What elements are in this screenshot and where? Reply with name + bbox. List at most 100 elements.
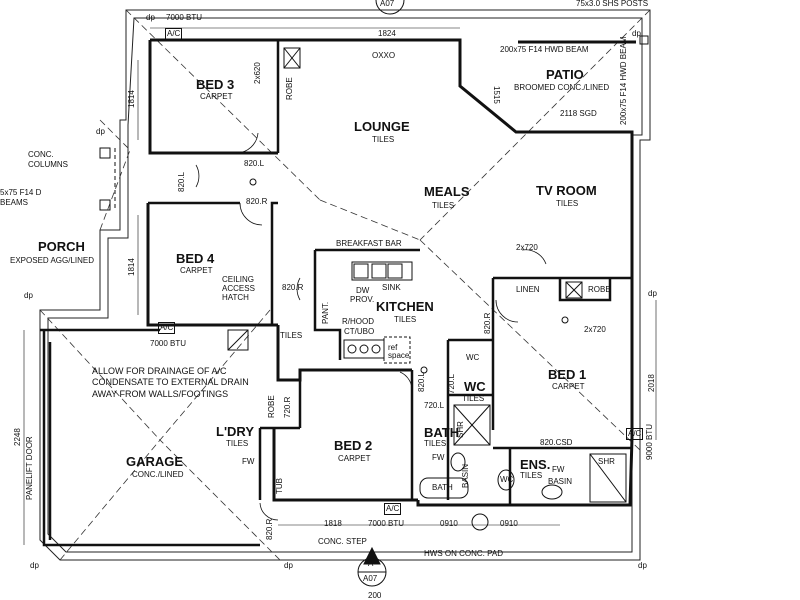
section-letter: A <box>368 559 374 568</box>
room-wc-finish: TILES <box>462 394 485 403</box>
dim-patio-1515: 1515 <box>492 86 501 104</box>
dim-bottom-200: 200 <box>368 591 382 600</box>
panelift-label: PANELIFT DOOR <box>25 436 34 500</box>
dim-bottom-1818: 1818 <box>324 519 342 528</box>
conc-columns-label: CONC. COLUMNS <box>28 150 69 169</box>
room-patio-name: PATIO <box>546 67 584 82</box>
roof-outline <box>39 9 651 561</box>
dp-8: dp <box>638 561 647 570</box>
dw-label: DW <box>356 286 370 295</box>
room-bath-name: BATH <box>424 425 460 440</box>
ac-bottom-box: A/C <box>384 503 402 515</box>
robe-bed2-label: ROBE <box>267 395 276 418</box>
shr-bath-label: SHR <box>456 421 465 438</box>
room-ens-name: ENS. <box>520 457 551 472</box>
dim-bath-door: 720.L <box>424 401 445 410</box>
robe-bed1-label: ROBE <box>588 285 611 294</box>
ac-bottom-btu: 7000 BTU <box>368 519 405 528</box>
dim-porch-door: 820.L <box>177 171 186 192</box>
room-bed1-finish: CARPET <box>552 382 585 391</box>
room-garage-name: GARAGE <box>126 454 184 469</box>
fixtures <box>227 47 627 531</box>
basin-ens-label: BASIN <box>548 477 573 486</box>
dim-robe-2x620: 2x620 <box>253 62 262 84</box>
ac-left-box: A/C <box>158 322 176 334</box>
room-kitchen-name: KITCHEN <box>376 299 434 314</box>
section-sheet: A07 <box>363 574 378 583</box>
sink-label: SINK <box>382 283 401 292</box>
room-bed4-name: BED 4 <box>176 251 215 266</box>
room-meals-finish: TILES <box>432 201 455 210</box>
dp-4: dp <box>24 291 33 300</box>
breakfast-bar-label: BREAKFAST BAR <box>336 239 402 248</box>
room-bath-finish: TILES <box>424 439 447 448</box>
columns <box>99 35 649 211</box>
dim-right-2018: 2018 <box>647 374 656 392</box>
room-bed2-name: BED 2 <box>334 438 373 453</box>
rhood-label: R/HOOD <box>342 317 374 326</box>
drainage-note: ALLOW FOR DRAINAGE OF A/C CONDENSATE TO … <box>92 366 249 399</box>
room-laundry-name: L'DRY <box>216 424 254 439</box>
ref-space-label: ref space <box>388 343 410 360</box>
room-bed1-name: BED 1 <box>548 367 587 382</box>
ac-right-btu: 9000 BTU <box>645 423 654 460</box>
dim-bottom-0910a: 0910 <box>440 519 458 528</box>
dim-left-1814b: 1814 <box>127 258 136 276</box>
room-bed3-finish: CARPET <box>200 92 233 101</box>
bathtub-label: BATH <box>432 483 453 492</box>
dim-wc-door: 720.L <box>447 373 456 394</box>
room-porch-name: PORCH <box>38 239 85 254</box>
prov-label: PROV. <box>350 295 375 304</box>
porch-beams-label: 5x75 F14 D BEAMS <box>0 188 42 207</box>
room-garage-finish: CONC./LINED <box>132 470 184 479</box>
dp-5: dp <box>648 289 657 298</box>
ac-left-btu: 7000 BTU <box>150 339 187 348</box>
oxxo-label: OXXO <box>372 51 396 60</box>
room-lounge-name: LOUNGE <box>354 119 410 134</box>
dim-bed1-csd: 820.CSD <box>540 438 573 447</box>
room-bed2-finish: CARPET <box>338 454 371 463</box>
ctubo-label: CT/UBO <box>344 327 375 336</box>
wc-ens-symbol: WC <box>500 475 514 484</box>
room-lounge-finish: TILES <box>372 135 395 144</box>
room-ens-finish: TILES <box>520 471 543 480</box>
tiles-hall-label: TILES <box>280 331 303 340</box>
dim-bottom-0910b: 0910 <box>500 519 518 528</box>
ac-top-btu: 7000 BTU <box>166 13 203 22</box>
pantry-label: PANT. <box>321 301 330 324</box>
hwd-beam-side-label: 200x75 F14 HWD BEAM <box>619 36 628 125</box>
fw-laundry-label: FW <box>242 457 255 466</box>
hip-lines <box>39 9 651 561</box>
room-porch-finish: EXPOSED AGG/LINED <box>10 256 95 265</box>
linen-label: LINEN <box>516 285 540 294</box>
conc-step-label: CONC. STEP <box>318 537 367 546</box>
room-bed3-name: BED 3 <box>196 77 235 92</box>
dim-linen-2x720: 2x720 <box>516 243 538 252</box>
sgd-label: 2118 SGD <box>560 109 597 118</box>
fw-ens-label: FW <box>552 465 565 474</box>
shr-ens-label: SHR <box>598 457 615 466</box>
ac-right-box: A/C <box>626 428 644 440</box>
tub-label: TUB <box>275 478 284 494</box>
room-laundry-finish: TILES <box>226 439 249 448</box>
dp-2: dp <box>632 29 641 38</box>
dim-bed2-door: 820.L <box>417 371 426 392</box>
room-meals-name: MEALS <box>424 184 470 199</box>
dim-garage-door: 820.R <box>265 518 274 540</box>
robe-bed3-label: ROBE <box>285 77 294 100</box>
dim-bed4-door: 820.R <box>246 197 268 206</box>
room-bed4-finish: CARPET <box>180 266 213 275</box>
dim-robe-2x720: 2x720 <box>584 325 606 334</box>
hwd-beam-top-label: 200x75 F14 HWD BEAM <box>500 45 589 54</box>
hws-label: HWS ON CONC. PAD <box>424 549 503 558</box>
exterior-walls <box>146 38 636 507</box>
dim-bed3-door: 820.L <box>244 159 265 168</box>
room-wc-name: WC <box>464 379 486 394</box>
room-tvroom-name: TV ROOM <box>536 183 597 198</box>
dimension-lines <box>23 27 657 545</box>
interior-walls <box>40 40 632 505</box>
ceiling-hatch-label: CEILING ACCESS HATCH <box>222 275 255 302</box>
wc-pan-symbol: WC <box>466 353 480 362</box>
room-patio-finish: BROOMED CONC./LINED <box>514 83 610 92</box>
